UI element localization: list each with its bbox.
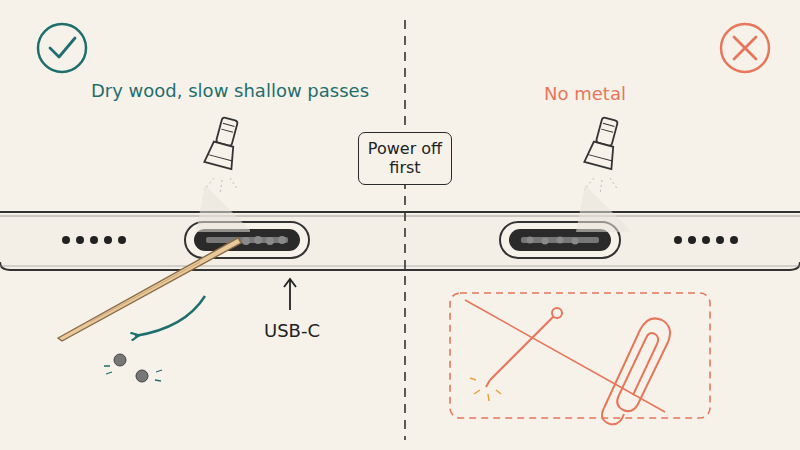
pointer-arrow [284, 279, 296, 310]
speaker-holes [62, 236, 738, 244]
prohibited-tools [450, 293, 710, 424]
divider [404, 20, 406, 440]
motion-arrow [135, 296, 205, 336]
section-heading: Dry wood, slow shallow passes [91, 80, 369, 101]
section-heading: No metal [544, 83, 626, 104]
wooden-toothpick [58, 238, 241, 341]
flashlight [196, 115, 250, 232]
phone-edge [0, 212, 800, 270]
note-text: Power off first [366, 139, 444, 177]
debris [104, 354, 162, 382]
cross-icon [721, 24, 769, 72]
note-box: Power off first [358, 132, 452, 185]
flashlight [576, 115, 630, 232]
part-label: USB-C [264, 320, 320, 341]
check-icon [38, 24, 86, 72]
